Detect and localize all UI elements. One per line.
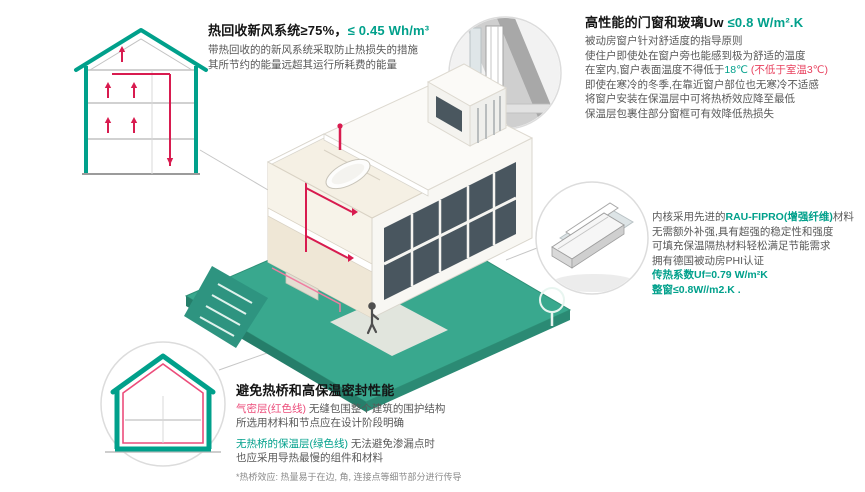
text-line: 被动房窗户针对舒适度的指导原则	[585, 35, 743, 47]
airtight-line	[271, 267, 341, 312]
insulation-roof-line	[110, 353, 216, 395]
text-line: 在室内,窗户表面温度不得低于18℃ (不低于室温3℃)	[585, 63, 861, 78]
text-segment: 材料	[832, 211, 854, 223]
terrain-steps	[184, 266, 268, 348]
thermal-body: 气密层(红色线) 无缝包围整个建筑的围护结构 所选用材料和节点应在设计阶段明确 …	[236, 402, 576, 484]
text-line: 可填充保温隔热材料轻松满足节能需求	[652, 240, 831, 252]
text-line: 保温层包裹住部分窗框可有效降低热损失	[585, 107, 774, 120]
text-line: 将窗户安装在保温层中可将热桥效应降至最低	[585, 93, 795, 105]
text-line: 气密层(红色线) 无缝包围整个建筑的围护结构	[236, 402, 576, 416]
text-line: 带热回收的的新风系统采取防止热损失的措施	[208, 44, 418, 56]
platform-edge-right	[366, 310, 570, 412]
text-line: 也应采用导热最慢的组件和材料	[236, 452, 383, 464]
text-line: 内核采用先进的RAU-FIPRO(增强纤维)材料	[652, 210, 864, 225]
text-segment: 无缝包围整个建筑的围护结构	[306, 403, 446, 415]
text-line: 无需额外补强,具有超强的稳定性和强度	[652, 225, 834, 238]
text-segment: 无法避免渗漏点时	[348, 438, 435, 450]
sketch-roof	[74, 28, 208, 72]
text-line: 其所节约的能量远超其运行所耗费的能量	[208, 59, 397, 71]
text-line: 无热桥的保温层(绿色线) 无法避免渗漏点时	[236, 437, 576, 451]
airtight-layer-line	[122, 363, 204, 444]
ventilation-title-main: 热回收新风系统≥75%，	[208, 23, 348, 38]
material-name: RAU-FIPRO(增强纤维)	[725, 211, 833, 223]
house-illustration	[184, 63, 572, 412]
tower-window	[436, 96, 462, 132]
text-line: 使住户即使处在窗户旁也能感到极为舒适的温度	[585, 49, 806, 62]
thermal-footnote: *热桥效应: 热量易于在边, 角, 连接点等细节部分进行传导	[236, 472, 462, 482]
thermal-section: 避免热桥和高保温密封性能 气密层(红色线) 无缝包围整个建筑的围护结构 所选用材…	[236, 382, 576, 484]
windows-title: 高性能的门窗和玻璃Uw ≤0.8 W/m².K	[585, 14, 861, 31]
uw-value: 整窗≤0.8W//m2.K .	[652, 283, 741, 296]
tree	[539, 287, 565, 326]
uf-value: 传热系数Uf=0.79 W/m²K	[652, 269, 768, 281]
roof-tower	[426, 63, 508, 147]
ventilation-ducts	[305, 170, 358, 262]
text-segment: 内核采用先进的	[652, 211, 726, 223]
ventilation-sketch	[74, 28, 208, 175]
insulation-layer-label: 无热桥的保温层(绿色线)	[236, 438, 348, 450]
text-line: 即使在寒冷的冬季,在靠近窗户部位也无寒冷不适感	[585, 78, 819, 91]
text-line: 拥有德国被动房PHI认证	[652, 254, 765, 267]
thermal-title: 避免热桥和高保温密封性能	[236, 383, 395, 398]
temperature-value: 18℃	[724, 64, 748, 76]
windows-section: 高性能的门窗和玻璃Uw ≤0.8 W/m².K 被动房窗户针对舒适度的指导原则 …	[585, 14, 861, 121]
ventilation-body: 带热回收的的新风系统采取防止热损失的措施 其所节约的能量远超其运行所耗费的能量	[208, 43, 468, 73]
windows-title-value: ≤0.8 W/m².K	[727, 15, 804, 30]
windows-title-main: 高性能的门窗和玻璃Uw	[585, 15, 728, 30]
text-line: 所选用材料和节点应在设计阶段明确	[236, 417, 404, 429]
person-figure	[366, 302, 380, 335]
windows-body: 被动房窗户针对舒适度的指导原则 使住户即使处在窗户旁也能感到极为舒适的温度 在室…	[585, 34, 861, 121]
ventilation-section: 热回收新风系统≥75%，≤ 0.45 Wh/m³ 带热回收的的新风系统采取防止热…	[208, 22, 468, 73]
frame-profile-circle	[535, 181, 649, 295]
window-detail-circle	[448, 16, 562, 130]
bathtub	[325, 158, 371, 190]
thermal-sketch-circle	[100, 341, 226, 467]
ventilation-title-value: ≤ 0.45 Wh/m³	[347, 23, 430, 38]
profile-section: 内核采用先进的RAU-FIPRO(增强纤维)材料 无需额外补强,具有超强的稳定性…	[652, 210, 864, 297]
ventilation-title: 热回收新风系统≥75%，≤ 0.45 Wh/m³	[208, 22, 468, 39]
airtight-layer-label: 气密层(红色线)	[236, 403, 306, 415]
temperature-note: (不低于室温3℃)	[747, 64, 828, 76]
text-segment: 在室内,窗户表面温度不得低于	[585, 64, 725, 76]
frame-profile-photo	[551, 202, 636, 292]
